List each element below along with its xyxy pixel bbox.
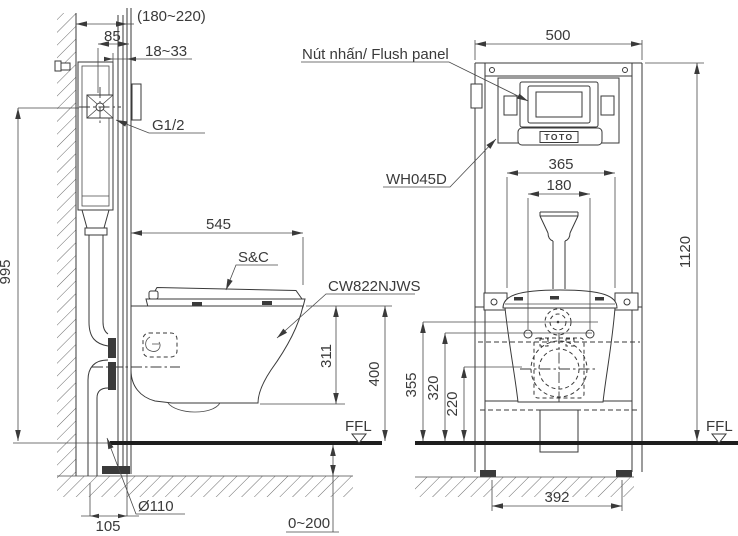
wall-hatch [57,13,76,476]
dim-wall-to-panel: (180~220) [137,8,206,25]
dim-floor-buildup: 0~200 [288,515,330,532]
ffl-label-left: FFL [345,418,372,435]
seat-front [502,289,618,309]
stop-valve [79,87,121,124]
brand-logo: TOTO [544,132,573,142]
dim-rim-to-trap: 311 [318,344,335,368]
flush-pipe-front [539,211,579,289]
dim-seat-depth: 545 [206,216,231,233]
drain-elbow [87,359,109,476]
frame-screw-right [622,67,628,73]
side-view-dimensions: (180~220) 85 18~33 G1/2 995 545 S&C [0,8,421,535]
bowl-front [478,289,640,453]
label-inlet-thread: G1/2 [152,117,185,134]
foot-left [480,470,496,477]
slab-hatch-left [57,476,353,497]
label-seat: S&C [238,249,269,266]
supply-stub [54,60,62,72]
label-flush-panel: Nút nhấn/ Flush panel [302,46,449,63]
frame-section [54,8,142,474]
bowl-body [130,305,304,404]
floor-front [415,441,738,497]
ffl-marker-left [350,433,368,444]
seat-hinge [148,290,159,300]
dim-inlet-height-front: 355 [403,372,420,397]
label-frame-model: WH045D [386,171,447,188]
dim-drain-offset: 105 [95,518,120,535]
fixing-bolt-right [585,329,595,339]
dim-seat-width: 365 [548,156,573,173]
flush-panel-assembly: TOTO [497,77,620,146]
trap-bulge [167,402,221,413]
dim-frame-height: 1120 [677,236,694,268]
flush-pipe [88,235,104,322]
seat-lid [151,286,303,300]
outlet-gasket [108,362,116,390]
ffl-marker-right [710,433,728,444]
dim-bolt-height: 320 [425,375,442,400]
cistern-section [77,61,130,476]
dim-rim-height: 400 [366,361,383,386]
fixing-bolt-left [523,329,533,339]
frame-bracket-tab [470,83,483,109]
frame-foot-plate [102,466,130,474]
dim-hinge-spacing: 180 [546,177,571,194]
mounting-hidden-outline [142,332,178,358]
frame-screw-left [489,67,495,73]
drain-socket [539,409,579,453]
conduit-box [131,83,142,121]
flush-panel-window [535,91,583,118]
supply-stub-flange [60,62,71,71]
side-view: (180~220) 85 18~33 G1/2 995 545 S&C [0,8,421,535]
label-drain-diameter: Ø110 [138,498,174,515]
dim-trap-height: 220 [444,391,461,416]
mounting-clip [145,336,161,352]
dim-inlet-offset: 85 [104,28,121,45]
foot-right [616,470,632,477]
frame-front [470,62,643,472]
bowl-profile [92,286,306,413]
dim-finish-thickness: 18~33 [145,43,187,60]
ffl-label-right: FFL [706,418,733,435]
label-bowl-model: CW822NJWS [328,278,421,295]
front-view-dimensions: Nút nhấn/ Flush panel WH045D 500 1120 36… [301,27,733,511]
slab-hatch-right [415,477,634,497]
dim-feet-spacing: 392 [544,489,569,506]
dim-inlet-height: 995 [0,259,14,284]
front-view: TOTO [301,27,738,511]
inlet-gasket [108,338,116,358]
dim-frame-width: 500 [545,27,570,44]
wall-section [57,13,353,497]
